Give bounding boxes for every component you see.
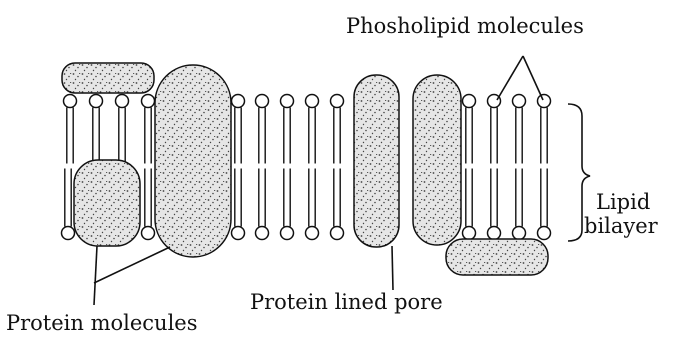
- lipid-label: Lipid: [596, 190, 650, 214]
- bilayer-label: bilayer: [584, 214, 658, 238]
- phospholipid-upper-9: [463, 95, 476, 164]
- proteins: [62, 63, 548, 275]
- phospholipid-upper-6: [281, 95, 294, 164]
- pore-protein-right: [413, 75, 461, 245]
- phospholipid-lower-10: [538, 169, 551, 240]
- leader-pore: [392, 246, 393, 290]
- protein-molecules-label: Protein molecules: [6, 311, 198, 335]
- pore-label: Protein lined pore: [250, 290, 443, 314]
- phospholipid-lower-0: [62, 169, 75, 240]
- phospholipid-lower-5: [306, 169, 319, 240]
- phospholipid-lower-2: [232, 169, 245, 240]
- phospholipid-lower-4: [281, 169, 294, 240]
- phospholipid-lower-9: [513, 169, 526, 240]
- integral-protein-lower-left: [74, 160, 140, 246]
- phospholipid-upper-12: [538, 95, 551, 164]
- leader-phospholipid-a: [497, 56, 523, 100]
- phospholipid-upper-3: [142, 95, 155, 164]
- leader-protein-a: [94, 246, 97, 305]
- phospholipid-upper-4: [232, 95, 245, 164]
- integral-protein-large: [155, 65, 231, 257]
- phospholipid-upper-10: [488, 95, 501, 164]
- peripheral-protein-top-left: [62, 63, 154, 93]
- leader-phospholipid-b: [523, 56, 543, 100]
- peripheral-protein-bottom-right: [446, 239, 548, 275]
- phospholipid-lower-6: [331, 169, 344, 240]
- phospholipid-upper-5: [256, 95, 269, 164]
- phospholipid-lower-7: [463, 169, 476, 240]
- phospholipid-label: Phosholipid molecules: [346, 14, 584, 38]
- phospholipid-upper-1: [90, 95, 103, 164]
- leader-protein-b: [94, 247, 170, 283]
- phospholipid-upper-2: [116, 95, 129, 164]
- phospholipid-upper-8: [331, 95, 344, 164]
- phospholipid-lower-3: [256, 169, 269, 240]
- phospholipid-upper-0: [64, 95, 77, 164]
- upper-leaflet: [64, 95, 551, 164]
- pore-protein-left: [354, 75, 399, 247]
- phospholipid-upper-7: [306, 95, 319, 164]
- phospholipid-lower-8: [488, 169, 501, 240]
- phospholipid-lower-1: [142, 169, 155, 240]
- phospholipid-upper-11: [513, 95, 526, 164]
